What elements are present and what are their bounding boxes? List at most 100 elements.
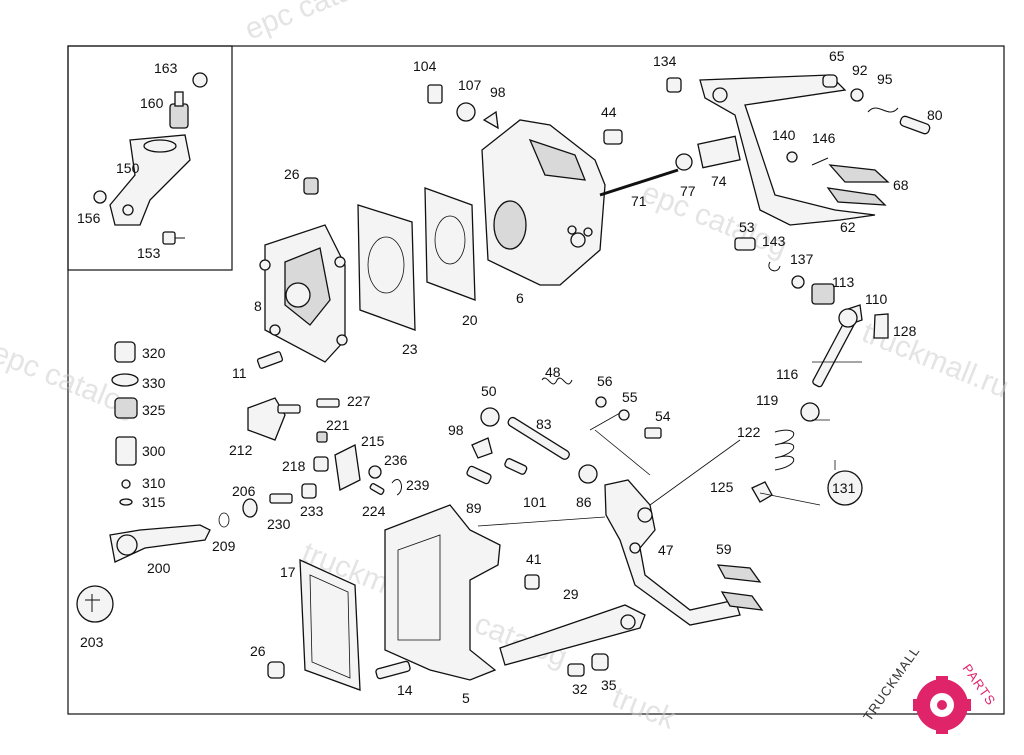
label-134: 134 (653, 53, 677, 69)
label-74: 74 (711, 173, 727, 189)
label-125: 125 (710, 479, 734, 495)
part-47-pedal (604, 479, 764, 626)
label-62: 62 (840, 219, 856, 235)
label-20: 20 (462, 312, 478, 328)
logo-text-dark: TRUCKMALL (860, 643, 923, 723)
label-89: 89 (466, 500, 482, 516)
spring-assembly (751, 308, 863, 506)
label-131: 131 (832, 480, 856, 496)
part-62-pedal (699, 74, 890, 226)
label-54: 54 (655, 408, 671, 424)
label-65: 65 (829, 48, 845, 64)
label-41: 41 (526, 551, 542, 567)
label-32: 32 (572, 681, 588, 697)
label-8: 8 (254, 298, 262, 314)
label-325: 325 (142, 402, 166, 418)
part-number-labels: 163 160 150 156 153 104 107 98 44 134 65… (77, 48, 943, 706)
label-300: 300 (142, 443, 166, 459)
label-330: 330 (142, 375, 166, 391)
label-113: 113 (832, 274, 855, 290)
label-86: 86 (576, 494, 592, 510)
label-35: 35 (601, 677, 617, 693)
label-14: 14 (397, 682, 413, 698)
label-98b: 98 (448, 422, 464, 438)
label-50: 50 (481, 383, 497, 399)
label-122: 122 (737, 424, 761, 440)
label-239: 239 (406, 477, 430, 493)
label-29: 29 (563, 586, 579, 602)
label-71: 71 (631, 193, 647, 209)
label-56: 56 (597, 373, 613, 389)
inset-parts (93, 72, 208, 245)
label-146: 146 (812, 130, 836, 146)
leader-lines (477, 361, 862, 527)
label-26a: 26 (284, 166, 300, 182)
left-column-parts (76, 341, 211, 623)
label-156: 156 (77, 210, 101, 226)
label-320: 320 (142, 345, 166, 361)
label-233: 233 (300, 503, 324, 519)
label-215: 215 (361, 433, 385, 449)
part-23-gasket (357, 204, 416, 331)
label-59: 59 (716, 541, 732, 557)
label-227: 227 (347, 393, 371, 409)
label-140: 140 (772, 127, 796, 143)
label-95: 95 (877, 71, 893, 87)
label-153: 153 (137, 245, 161, 261)
label-128: 128 (893, 323, 917, 339)
part-5-bracket (384, 504, 501, 681)
label-137: 137 (790, 251, 814, 267)
label-200: 200 (147, 560, 171, 576)
inset-frame (67, 45, 233, 271)
part-8-housing (259, 224, 348, 363)
label-212: 212 (229, 442, 253, 458)
label-218: 218 (282, 458, 306, 474)
label-5: 5 (462, 690, 470, 706)
center-hardware (466, 377, 662, 485)
label-236: 236 (384, 452, 408, 468)
middle-hardware (218, 397, 402, 528)
label-77: 77 (680, 183, 696, 199)
label-26b: 26 (250, 643, 266, 659)
part-17-gasket (299, 558, 361, 691)
label-47: 47 (658, 542, 674, 558)
part-71-rod (599, 168, 679, 197)
label-230: 230 (267, 516, 291, 532)
label-101: 101 (523, 494, 547, 510)
label-150: 150 (116, 160, 140, 176)
truckmall-logo: TRUCKMALL PARTS (860, 643, 999, 734)
label-11: 11 (232, 365, 247, 381)
label-17: 17 (280, 564, 296, 580)
label-98a: 98 (490, 84, 506, 100)
label-209: 209 (212, 538, 236, 554)
label-55: 55 (622, 389, 638, 405)
part-6-bracket (481, 119, 606, 286)
label-104: 104 (413, 58, 437, 74)
label-221: 221 (326, 417, 350, 433)
label-44: 44 (601, 104, 617, 120)
label-83: 83 (536, 416, 552, 432)
label-23: 23 (402, 341, 418, 357)
label-110: 110 (865, 291, 888, 307)
small-hardware-top (256, 84, 623, 369)
label-80: 80 (927, 107, 943, 123)
label-92: 92 (852, 62, 868, 78)
label-203: 203 (80, 634, 104, 650)
label-48: 48 (545, 364, 561, 380)
label-160: 160 (140, 95, 164, 111)
label-163: 163 (154, 60, 178, 76)
label-206: 206 (232, 483, 256, 499)
svg-text:truck: truck (607, 681, 681, 736)
label-6: 6 (516, 290, 524, 306)
label-116: 116 (776, 366, 799, 382)
label-315: 315 (142, 494, 166, 510)
label-53: 53 (739, 219, 755, 235)
label-119: 119 (756, 392, 779, 408)
part-20-gasket (424, 187, 476, 301)
diagram-frame (67, 45, 1005, 715)
part-74-block (697, 135, 741, 169)
part-29-lever (499, 604, 646, 666)
svg-text:epc catalog: epc catalog (240, 0, 395, 46)
label-143: 143 (762, 233, 786, 249)
